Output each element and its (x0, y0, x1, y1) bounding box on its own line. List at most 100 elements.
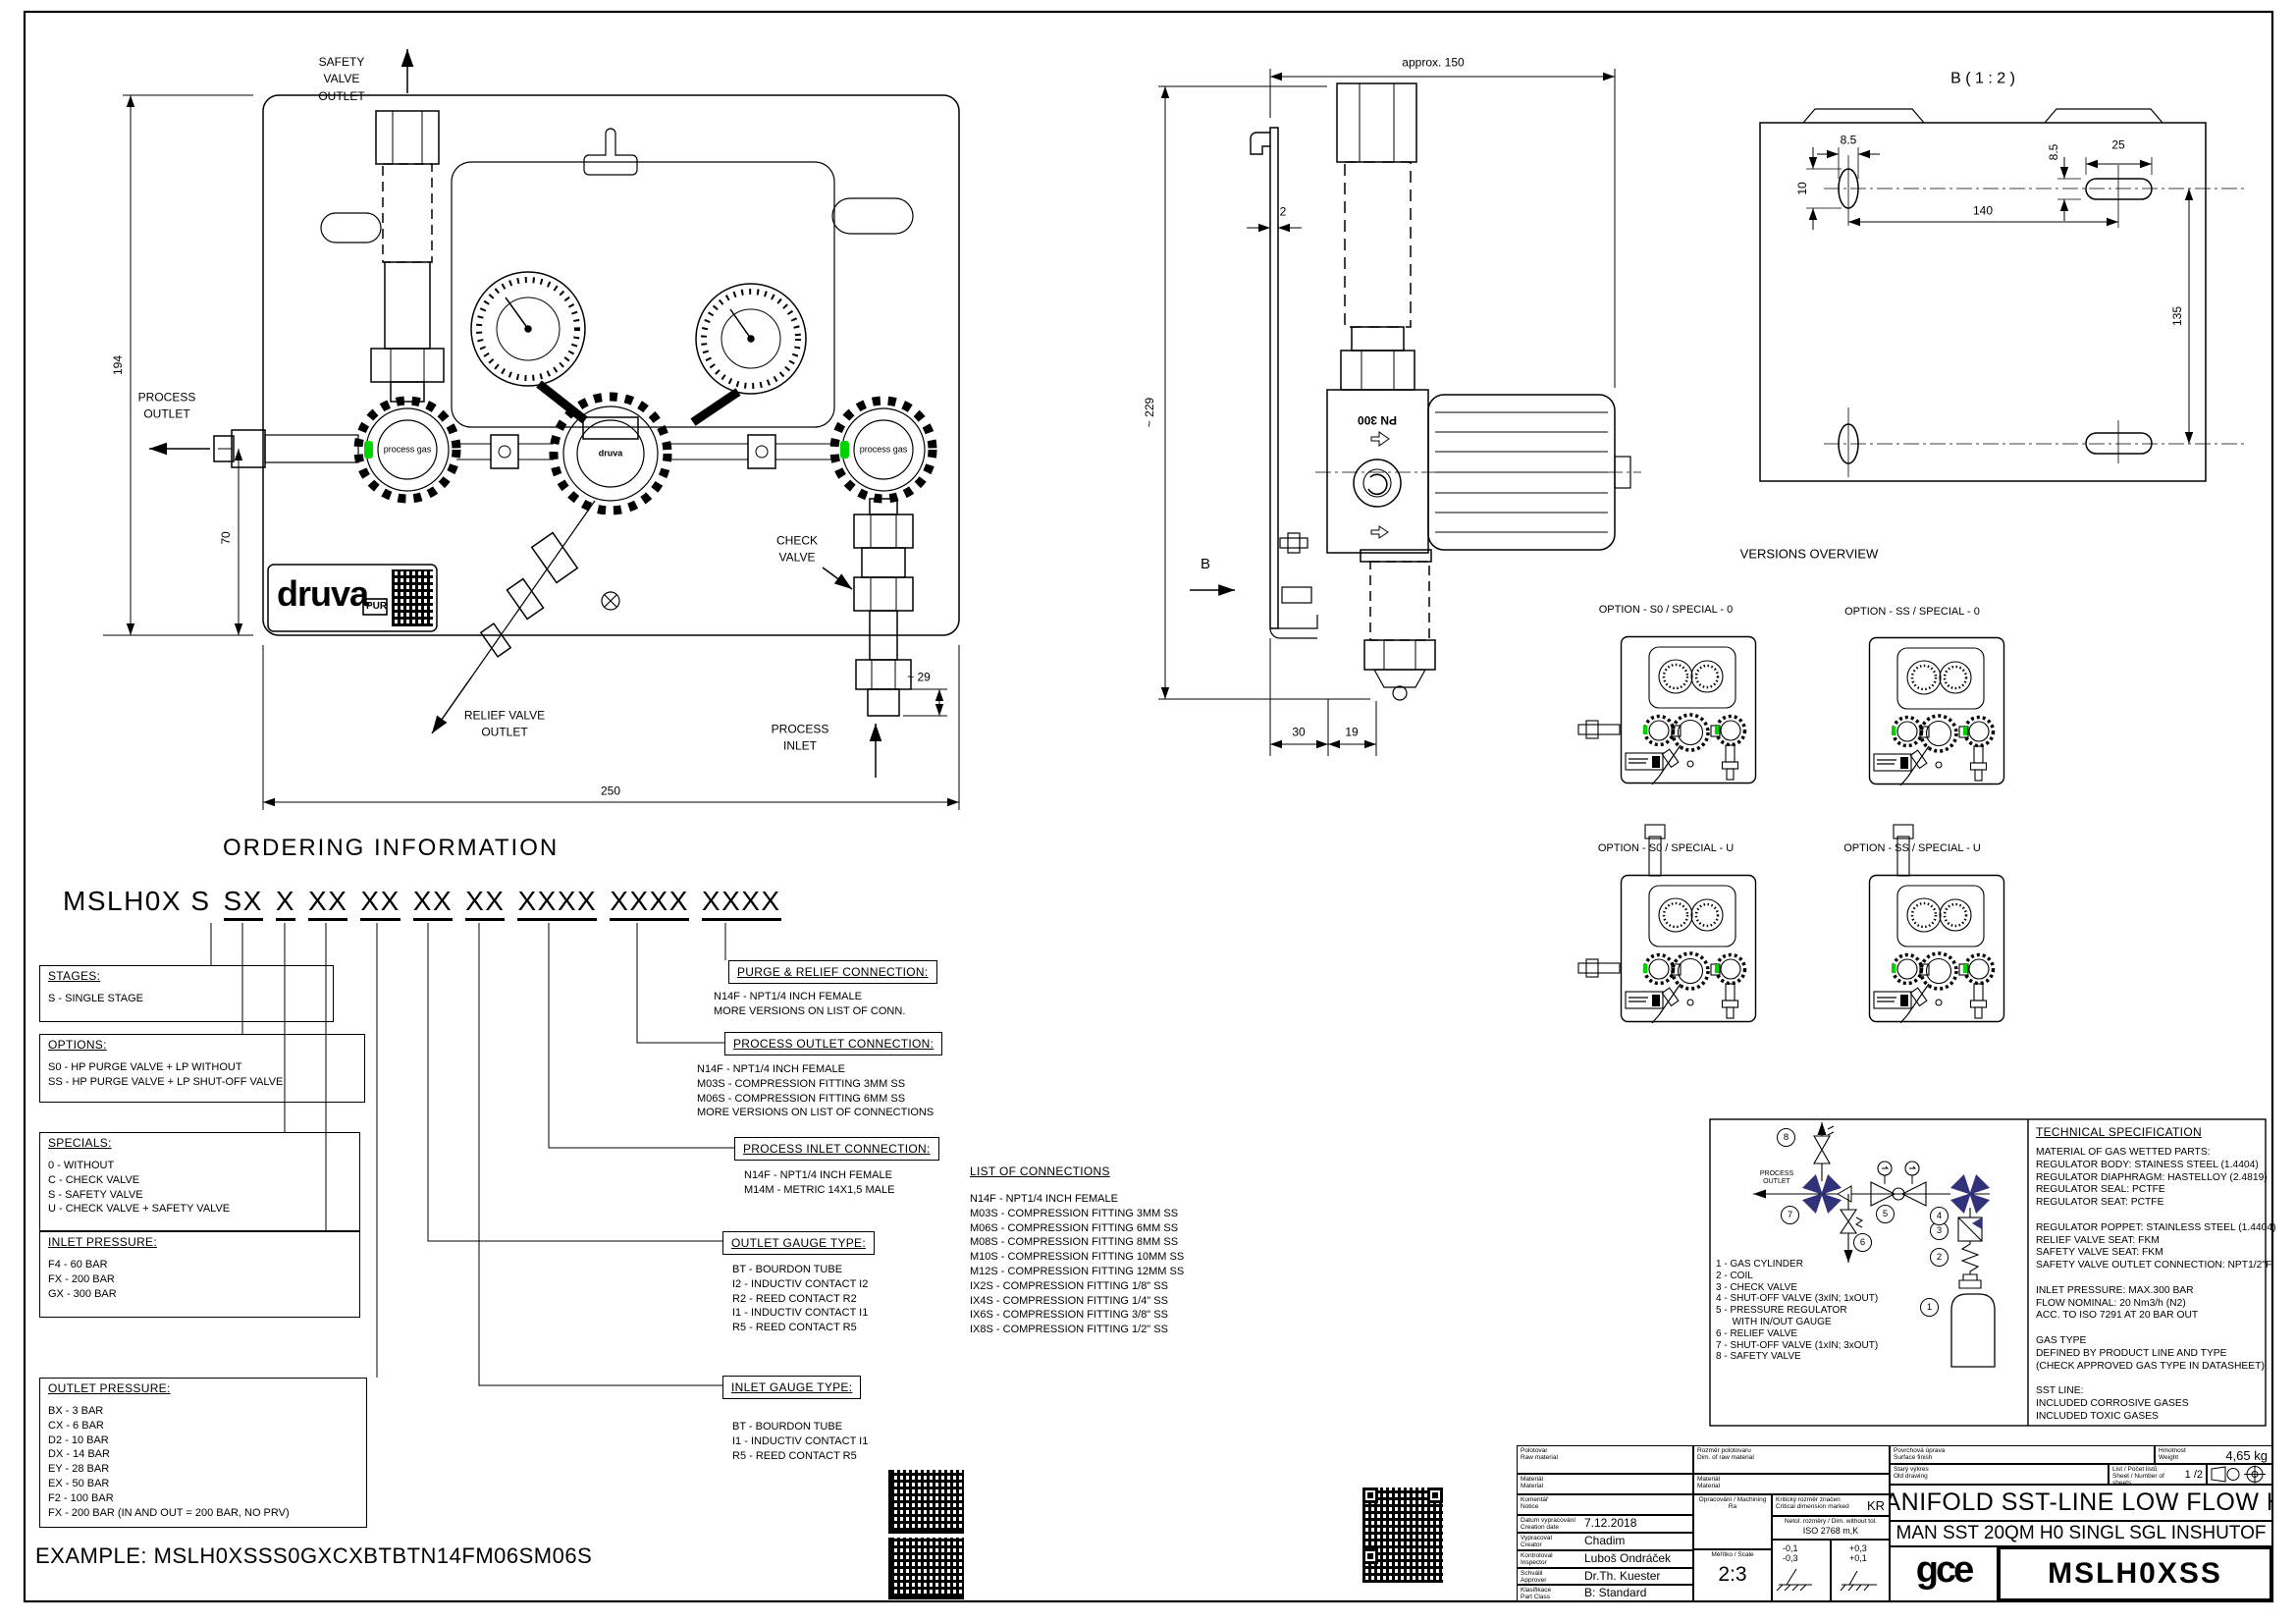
list-item: M08S - COMPRESSION FITTING 8MM SS (970, 1236, 1179, 1249)
list-item: I1 - INDUCTIV CONTACT I1 (732, 1434, 869, 1447)
list-item: INCLUDED CORROSIVE GASES (2036, 1397, 2189, 1409)
left-knob-label: process gas (383, 444, 432, 455)
critical-label-en: Critical dimension marked (1776, 1503, 1849, 1511)
dim-229: ~ 229 (1143, 397, 1156, 428)
dim-25: 25 (2111, 137, 2125, 152)
list-item: N14F - NPT1/4 INCH FEMALE (744, 1169, 892, 1181)
projection-symbol-cell (2207, 1464, 2272, 1485)
gce-logo: gce (1915, 1549, 1974, 1591)
surface-label-cs: Povrchová úprava (1894, 1447, 1946, 1454)
scale-value: 2:3 (1718, 1563, 1747, 1587)
material2-label-cs: Materiál (1697, 1476, 1721, 1483)
page-frame (23, 10, 2274, 1603)
version-option-ss-u: OPTION - SS / SPECIAL - U (1843, 842, 1981, 855)
list-item: F2 - 100 BAR (48, 1491, 114, 1504)
approver-label-cs: Schválil (1521, 1570, 1543, 1577)
process-inlet-conn-title: PROCESS INLET CONNECTION: (743, 1142, 931, 1156)
tolerance-value: ISO 2768 m,K (1802, 1526, 1859, 1537)
list-item: R5 - REED CONTACT R5 (732, 1322, 857, 1334)
company-logo-cell: gce (1890, 1546, 1998, 1601)
raw-material-label-cs: Polotovar (1521, 1447, 1548, 1454)
list-item: REGULATOR POPPET: STAINLESS STEEL (1.440… (2036, 1221, 2276, 1233)
dim-29: ~ 29 (907, 670, 931, 684)
relief-valve-outlet-label: RELIEF VALVE OUTLET (463, 708, 546, 739)
list-item: S0 - HP PURGE VALVE + LP WITHOUT (48, 1061, 242, 1073)
creator-label-cs: Vypracoval (1521, 1535, 1552, 1542)
material-label-cs: Materiál (1521, 1476, 1544, 1483)
list-item: EX - 50 BAR (48, 1477, 110, 1489)
ordering-example: EXAMPLE: MSLH0XSSS0GXCXBTBTN14FM06SM06S (35, 1543, 593, 1568)
process-inlet-label: PROCESS INLET (771, 722, 829, 753)
approver-label-en: Approver (1521, 1577, 1547, 1585)
list-item: 2 - COIL (1716, 1270, 1753, 1281)
dim-135: 135 (2170, 305, 2184, 327)
marker-1-gas-cylinder: 1 (1920, 1298, 1939, 1317)
list-item: C - CHECK VALVE (48, 1173, 140, 1186)
marker-6-relief-valve: 6 (1853, 1233, 1872, 1252)
stages-section: STAGES: S - SINGLE STAGE (39, 965, 334, 1022)
material2-label-en: Material (1697, 1483, 1721, 1490)
pur-badge: PUR (366, 601, 388, 612)
old-drawing-label-en: Old drawing (1894, 1473, 1928, 1481)
tolerance-neg-value: -0,1 -0,3 (1783, 1543, 1798, 1563)
list-item: F4 - 60 BAR (48, 1259, 108, 1271)
dim-approx-150: approx. 150 (1402, 55, 1465, 70)
inlet-gauge-title: INLET GAUGE TYPE: (731, 1380, 853, 1394)
process-inlet-connection-box: PROCESS INLET CONNECTION: (734, 1137, 939, 1161)
code-group: SX (223, 886, 263, 921)
dim-30: 30 (1292, 725, 1306, 739)
process-outlet-conn-title: PROCESS OUTLET CONNECTION: (733, 1037, 934, 1051)
list-item: N14F - NPT1/4 INCH FEMALE (970, 1193, 1118, 1205)
list-item: N14F - NPT1/4 INCH FEMALE (697, 1063, 845, 1075)
outlet-pressure-title: OUTLET PRESSURE: (48, 1381, 171, 1395)
marker-5-pressure-regulator: 5 (1876, 1205, 1895, 1223)
list-item: INCLUDED TOXIC GASES (2036, 1410, 2159, 1422)
list-item: SS - HP PURGE VALVE + LP SHUT-OFF VALVE (48, 1075, 284, 1088)
list-item: 4 - SHUT-OFF VALVE (3xIN; 1xOUT) (1716, 1293, 1879, 1305)
druva-plate-qr-code (392, 569, 433, 626)
raw-dim-label-cs: Rozměr polotovaru (1697, 1447, 1751, 1454)
dim-8-5-left: 8.5 (1840, 133, 1857, 147)
druva-logo: druva (277, 573, 369, 614)
list-item: FLOW NOMINAL: 20 Nm3/h (N2) (2036, 1297, 2186, 1309)
list-item: BX - 3 BAR (48, 1405, 104, 1417)
list-item: EY - 28 BAR (48, 1463, 110, 1476)
shut-off-valve-4-symbol (1949, 1173, 1991, 1215)
approver-value: Dr.Th. Kuester (1584, 1569, 1661, 1583)
machining-value: Ra (1728, 1503, 1737, 1511)
list-item: ACC. TO ISO 7291 AT 20 BAR OUT (2036, 1310, 2199, 1322)
list-item: S - SINGLE STAGE (48, 993, 143, 1004)
list-item: 1 - GAS CYLINDER (1716, 1259, 1803, 1270)
version-option-ss-0: OPTION - SS / SPECIAL - 0 (1844, 606, 1980, 619)
dim-194: 194 (111, 354, 125, 376)
list-item: 6 - RELIEF VALVE (1716, 1327, 1797, 1339)
ordering-leader-lines (210, 923, 734, 1386)
tech-spec-title: TECHNICAL SPECIFICATION (2036, 1125, 2202, 1139)
inspector-label-en: Inspector (1521, 1559, 1547, 1567)
code-group: XX (412, 886, 454, 921)
projection-symbol-icon (2211, 1465, 2266, 1484)
comment-label-en: Notice (1521, 1503, 1539, 1511)
list-item: CX - 6 BAR (48, 1419, 104, 1432)
sheet-label-cs: List / Počet listů (2112, 1466, 2158, 1473)
creator-label-en: Creator (1521, 1542, 1542, 1549)
purge-relief-title: PURGE & RELIEF CONNECTION: (737, 965, 929, 979)
center-knob-label: druva (598, 448, 623, 459)
material-label-en: Material (1521, 1483, 1544, 1490)
list-item: WITH IN/OUT GAUGE (1716, 1316, 1832, 1327)
marker-2-coil: 2 (1930, 1248, 1949, 1267)
class-value: B: Standard (1584, 1586, 1647, 1599)
